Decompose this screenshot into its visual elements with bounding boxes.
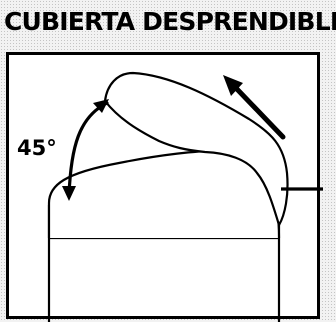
direction-arrow-head [223,75,243,96]
arc-arrowhead-bottom [62,186,76,201]
lid-diagram: 45° [17,71,323,322]
diagram-panel: 45° [6,52,323,322]
angle-label: 45° [17,136,57,160]
arc-arrowhead-top [93,99,109,113]
base-lid [47,149,281,239]
page-title: CUBIERTA DESPRENDIBLE [4,7,336,36]
tilted-lid [103,71,289,227]
direction-arrow-shaft [232,84,286,140]
